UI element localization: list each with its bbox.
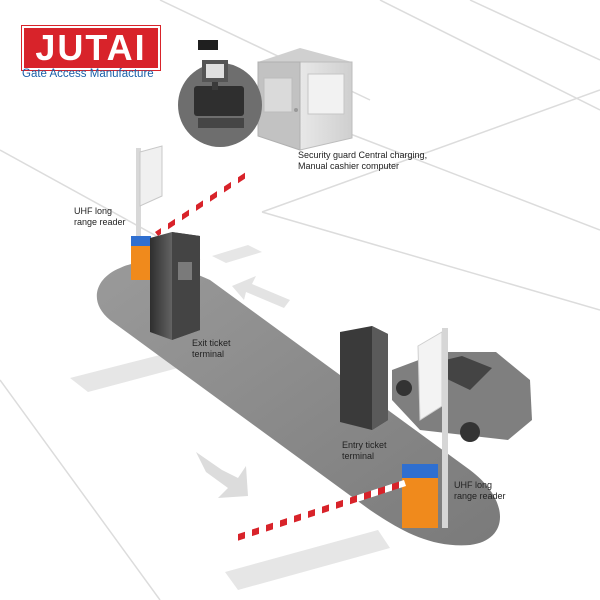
direction-arrow-up (232, 276, 290, 308)
cashier-computer (178, 40, 262, 147)
direction-arrow-down (196, 452, 248, 498)
exit-boom-barrier (155, 172, 249, 236)
entry-barrier-post (402, 464, 438, 528)
brand-tagline: Gate Access Manufacture (22, 68, 154, 80)
entry-boom-barrier (232, 480, 406, 542)
label-exit-terminal: Exit ticket terminal (192, 338, 231, 359)
security-booth (257, 48, 353, 151)
uhf-reader-right (417, 328, 448, 528)
lane-markings (70, 245, 390, 590)
exit-ticket-terminal (150, 232, 200, 340)
label-entry-terminal: Entry ticket terminal (342, 440, 387, 461)
brand-logo: JUTAI (22, 26, 160, 70)
uhf-reader-left (131, 145, 163, 280)
label-uhf-reader-left: UHF long range reader (74, 206, 126, 227)
label-security-guard: Security guard Central charging, Manual … (298, 150, 428, 171)
label-uhf-reader-right: UHF long range reader (454, 480, 506, 501)
entry-ticket-terminal (340, 326, 388, 430)
traffic-island (96, 262, 500, 546)
